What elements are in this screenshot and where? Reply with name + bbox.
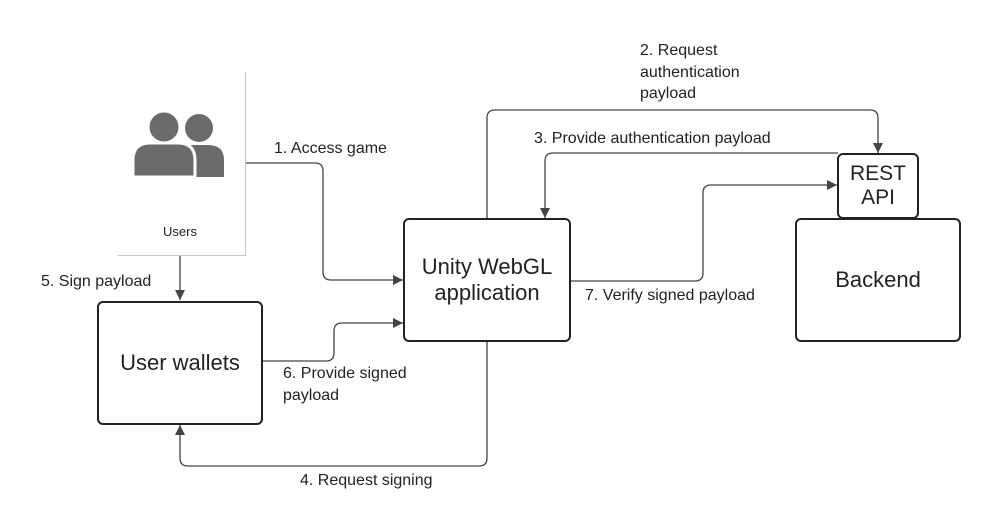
edge-label-request-signing: 4. Request signing <box>300 472 433 489</box>
edge-request-signing <box>175 342 488 467</box>
node-unity-webgl-app-label: Unity WebGL application <box>421 253 553 305</box>
node-backend-label: Backend <box>835 266 921 292</box>
edge-request-auth <box>486 109 883 218</box>
node-rest-api: REST API <box>837 153 919 219</box>
edge-access-game <box>246 162 403 285</box>
edge-label-request-auth: 2. Request authentication payload <box>640 42 740 103</box>
users-label: Users <box>163 224 197 239</box>
edge-provide-signed <box>262 318 403 362</box>
node-user-wallets-label: User wallets <box>120 349 240 375</box>
users-group-icon <box>131 109 224 179</box>
edge-label-sign-payload: 5. Sign payload <box>41 273 152 290</box>
edge-label-provide-signed: 6. Provide signed payload <box>283 365 407 404</box>
edge-provide-auth <box>540 152 838 218</box>
node-rest-api-label: REST API <box>849 161 906 209</box>
edge-label-access-game: 1. Access game <box>274 140 387 157</box>
node-backend: Backend <box>795 218 961 342</box>
users-card <box>118 72 246 256</box>
edge-label-provide-auth: 3. Provide authentication payload <box>534 130 771 147</box>
node-user-wallets: User wallets <box>97 301 263 425</box>
edge-verify-signed <box>570 180 837 282</box>
edge-label-verify-signed: 7. Verify signed payload <box>585 287 755 304</box>
node-unity-webgl-app: Unity WebGL application <box>403 218 571 342</box>
